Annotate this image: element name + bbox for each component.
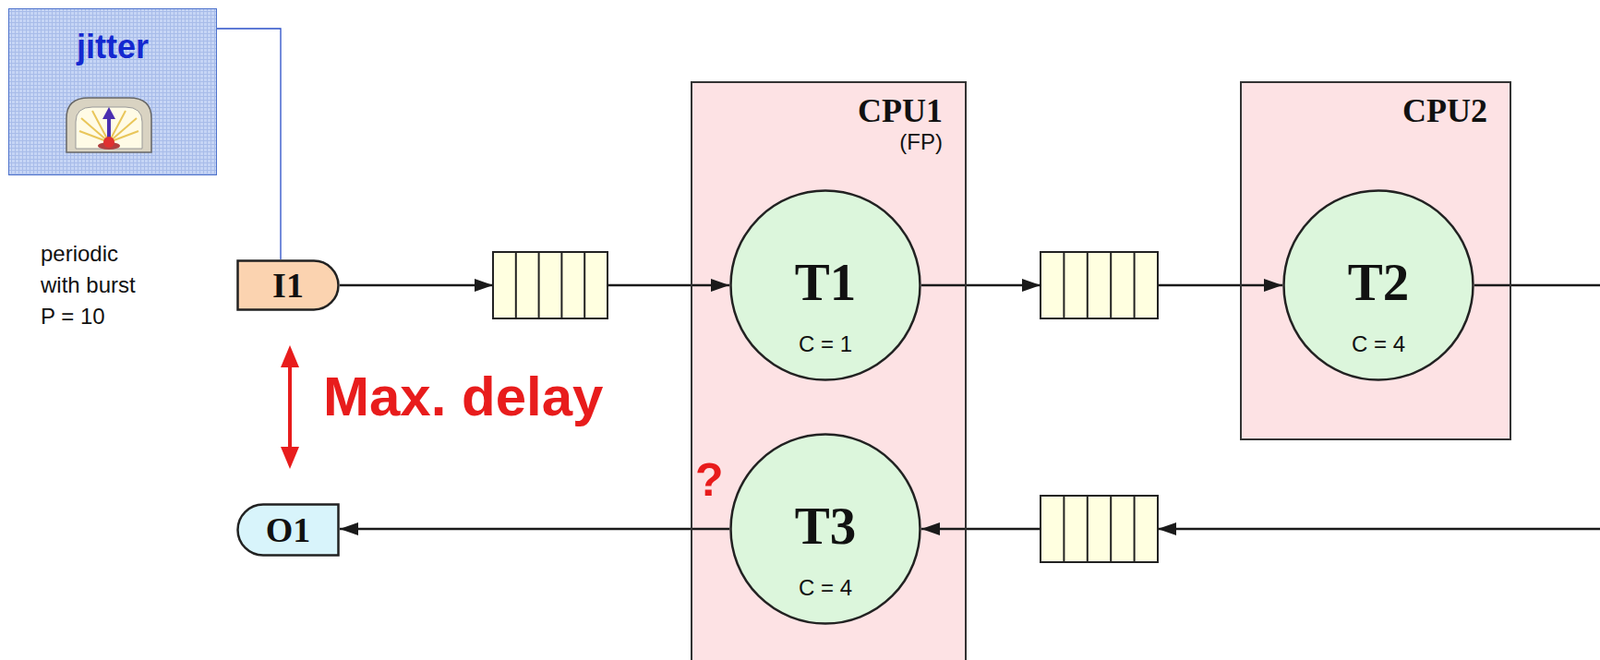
cpu-box: CPU1(FP) T1 C = 1 T3 C = 4 xyxy=(690,81,967,660)
queue-slots xyxy=(1063,252,1134,319)
queue-symbol xyxy=(493,252,608,319)
cpu-box: CPU2T2 C = 4 xyxy=(1239,81,1512,441)
task-name: T2 xyxy=(1347,255,1410,309)
port-outline xyxy=(238,261,339,311)
circle-outline xyxy=(731,191,921,381)
task-circle: T2 C = 4 xyxy=(1282,189,1475,382)
text-holder: CPU1(FP) xyxy=(857,92,943,156)
cost-label: C = 1 xyxy=(798,331,853,358)
cpu-fill xyxy=(1239,81,1512,441)
cpu-name: CPU1 xyxy=(857,92,943,130)
queue-arrowhead xyxy=(1157,522,1177,536)
leader-line xyxy=(216,28,281,260)
task-circle: T3 C = 4 xyxy=(729,433,922,626)
queue-body xyxy=(1040,252,1158,319)
gauge-pivot xyxy=(103,136,115,148)
text-holder: T3 C = 4 xyxy=(729,433,922,626)
task-name: T1 xyxy=(794,255,857,309)
gauge-icon xyxy=(66,97,152,153)
text-holder: jitter xyxy=(9,9,217,175)
delay-label: Max. delay xyxy=(323,369,604,425)
port-name: I1 xyxy=(272,265,304,305)
gauge-face xyxy=(75,107,143,149)
input-port: I1 xyxy=(236,259,340,312)
queue-slots xyxy=(516,252,585,319)
text-holder: CPU2 xyxy=(1402,92,1488,130)
delay-arrow-head xyxy=(280,345,300,368)
callout-fill xyxy=(8,8,217,176)
text-holder: T1 C = 1 xyxy=(729,189,922,382)
queue-body xyxy=(1040,495,1158,563)
queue-slots xyxy=(1063,495,1134,563)
question-mark: ? xyxy=(695,454,724,506)
cost-label: C = 4 xyxy=(1351,331,1406,358)
queue-symbol xyxy=(1040,495,1158,563)
delay-arrow-head xyxy=(280,446,300,470)
queue-arrowhead xyxy=(474,278,494,292)
data-flow-arrow xyxy=(339,528,730,531)
cpu-fill xyxy=(690,81,967,660)
gauge-needle-tip xyxy=(102,107,116,120)
task-circle: T1 C = 1 xyxy=(729,189,922,382)
circle-outline xyxy=(1284,191,1474,381)
input-note: periodic with burst P = 10 xyxy=(40,238,150,333)
text-holder: O1 xyxy=(236,503,340,557)
queue-arrowhead xyxy=(1022,278,1041,292)
text-holder: I1 xyxy=(236,259,340,312)
output-port: O1 xyxy=(236,503,340,557)
data-flow-arrow xyxy=(921,285,1600,530)
queue-body xyxy=(493,252,608,319)
cpu-name: CPU2 xyxy=(1402,92,1488,130)
delay-arrow xyxy=(280,345,300,470)
callout-title: jitter xyxy=(76,27,149,67)
task-name: T3 xyxy=(794,499,857,553)
port-name: O1 xyxy=(265,510,312,550)
callout-box: jitter xyxy=(8,8,217,176)
text-holder: T2 C = 4 xyxy=(1282,189,1475,382)
queue-symbol xyxy=(1040,252,1158,319)
cost-label: C = 4 xyxy=(798,575,853,602)
circle-outline xyxy=(731,434,921,625)
scheduler-tag: (FP) xyxy=(899,129,943,156)
delay-arrow-shaft xyxy=(288,365,292,449)
port-outline xyxy=(238,505,339,556)
gauge-body xyxy=(66,97,152,153)
